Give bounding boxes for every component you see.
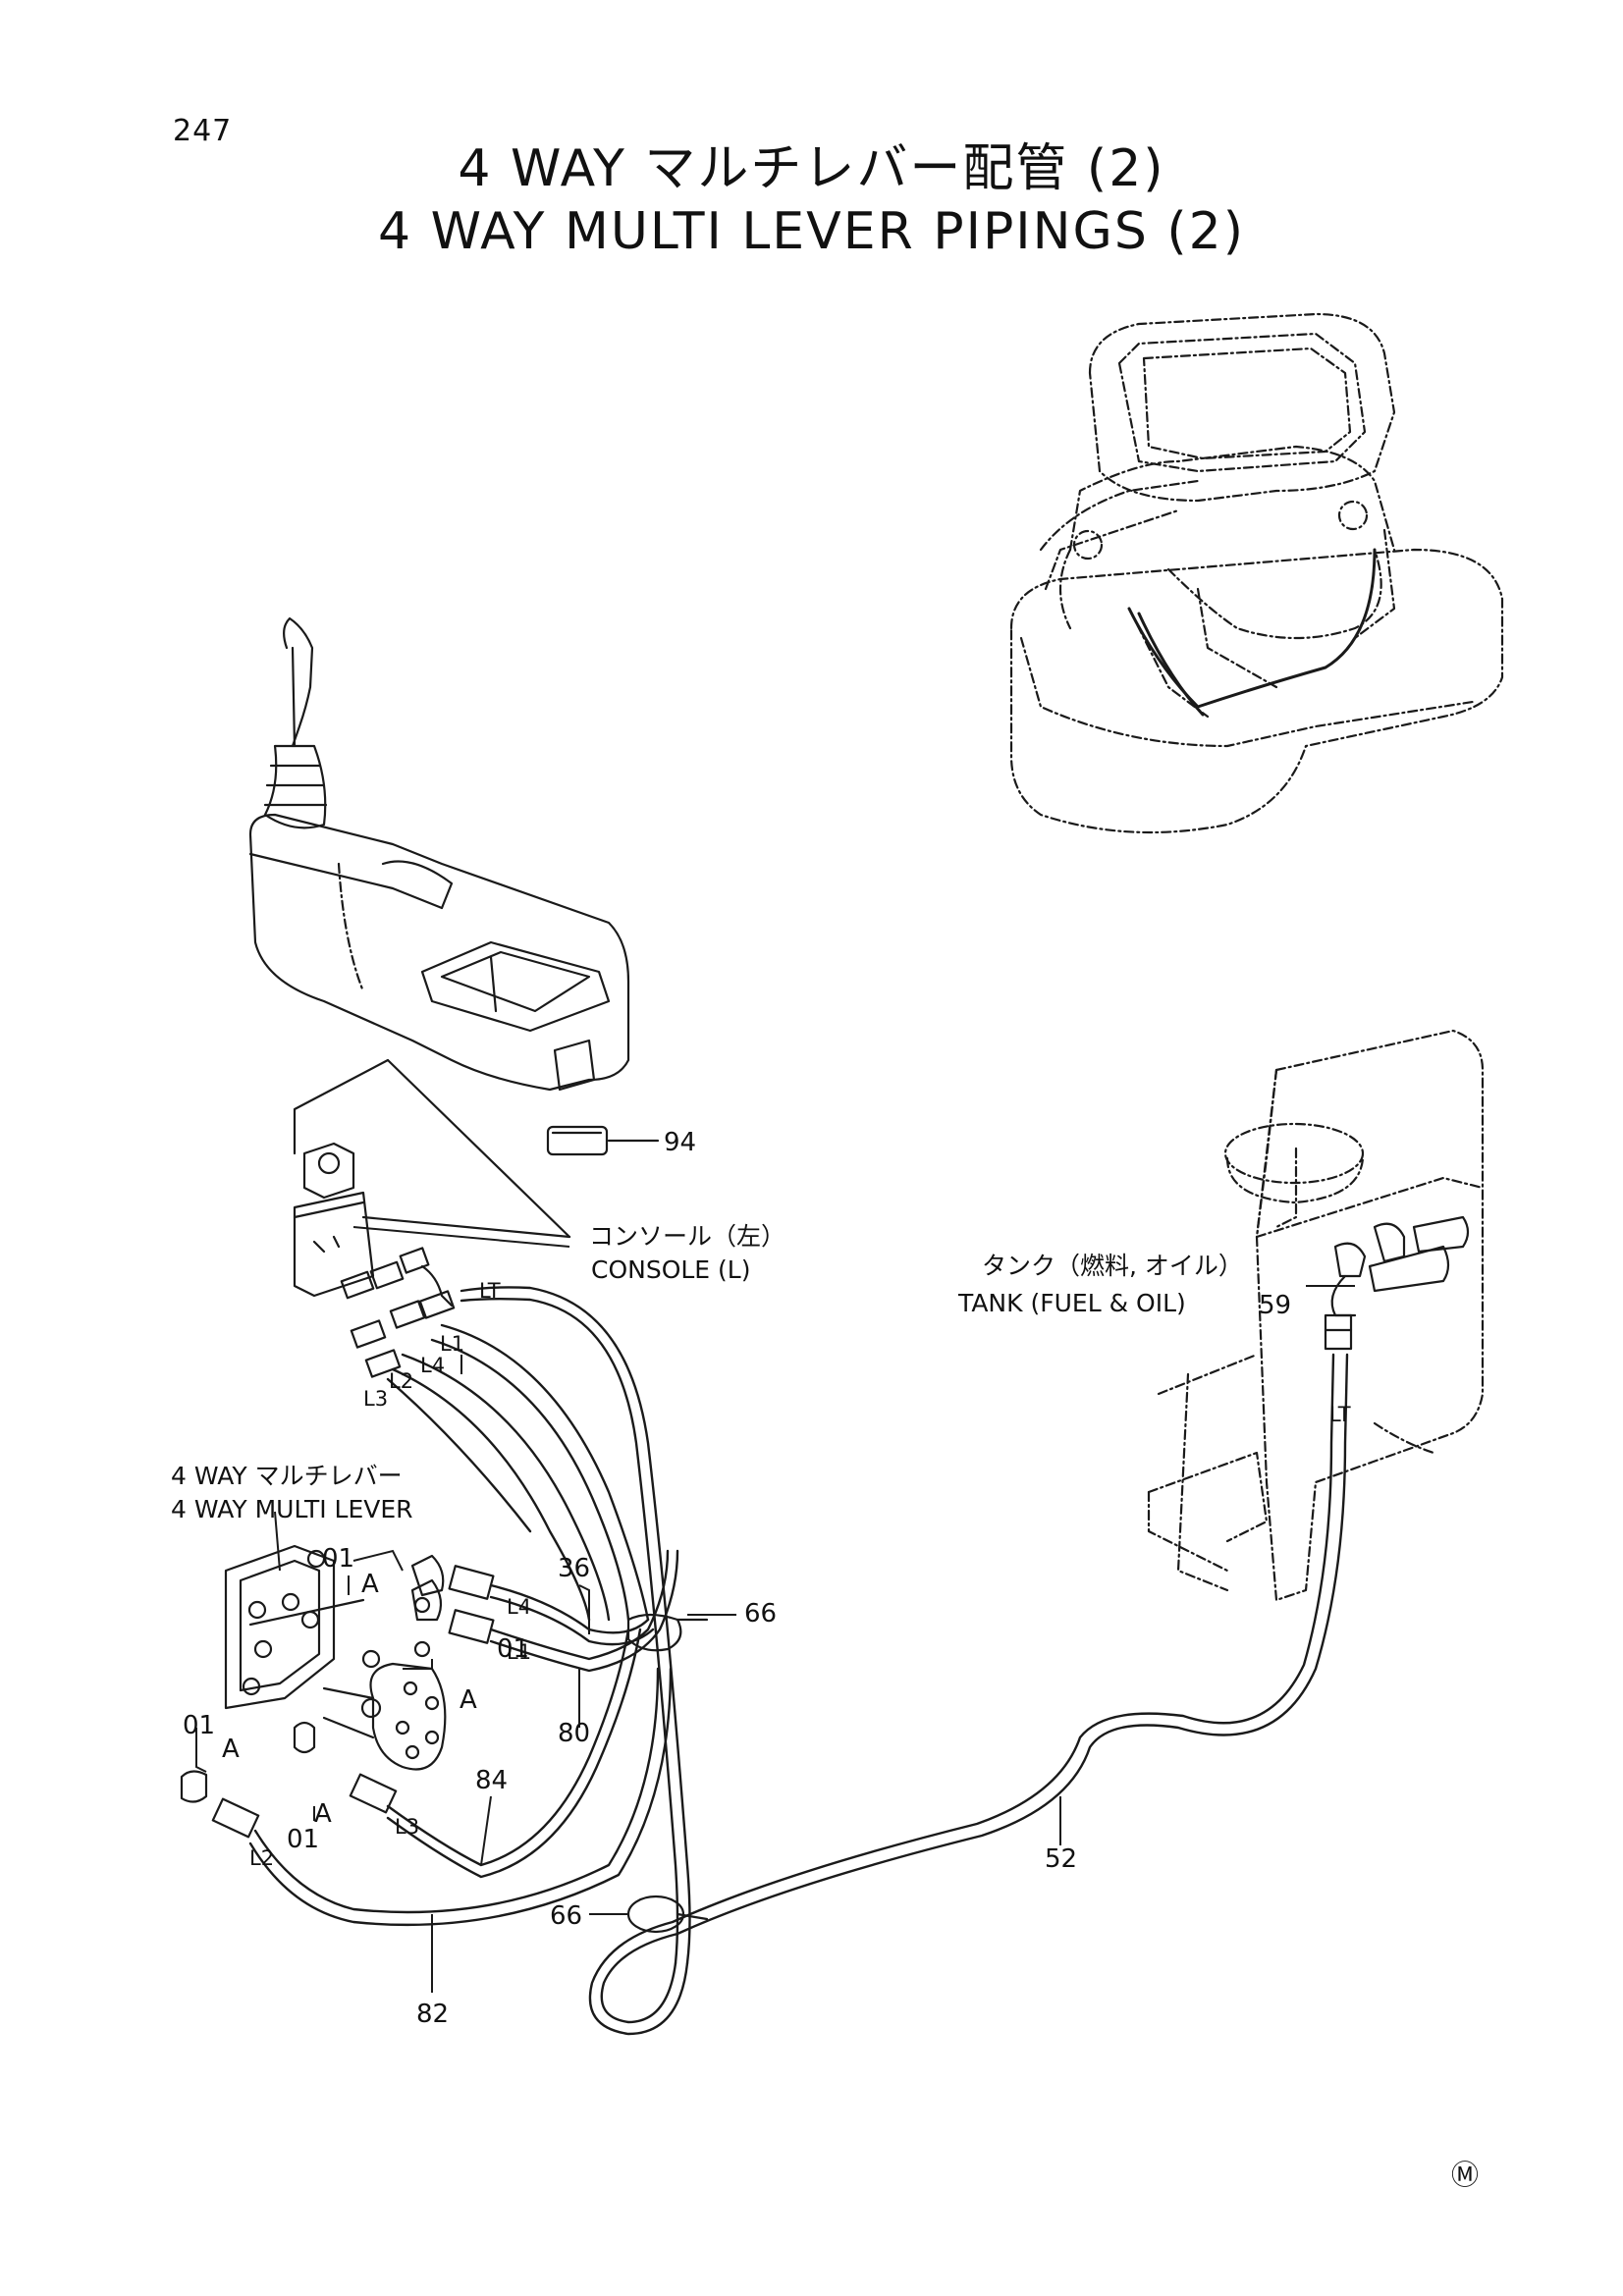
part-number-01-right: 01 <box>497 1634 529 1664</box>
part-number-59: 59 <box>1259 1291 1291 1320</box>
part-number-82: 82 <box>416 2000 449 2029</box>
page-number: 247 <box>173 114 233 148</box>
tank-illustration <box>1147 1029 1485 1602</box>
title-english: 4 WAY MULTI LEVER PIPINGS (2) <box>377 202 1246 261</box>
port-label-lt-valve: LT <box>479 1279 501 1303</box>
cab-hose-route <box>1127 548 1377 717</box>
part-94-cap <box>546 1125 660 1156</box>
part-number-80: 80 <box>558 1719 590 1748</box>
port-label-l4-valve: L4 <box>420 1354 445 1377</box>
detail-mark-a-right: A <box>460 1685 477 1715</box>
port-label-lt-tank: LT <box>1329 1403 1351 1426</box>
hose-52 <box>588 1353 1349 2036</box>
console-label-jp: コンソール（左） <box>589 1222 785 1251</box>
page-title: 4 WAY マルチレバー配管 (2) 4 WAY MULTI LEVER PIP… <box>0 137 1623 263</box>
multi-lever-valve <box>180 1544 495 1839</box>
tank-label-en: TANK (FUEL & OIL) <box>957 1289 1186 1317</box>
part-number-01-top: 01 <box>322 1544 354 1574</box>
cab-seat-illustration <box>1009 312 1504 834</box>
port-label-l3-lever: L3 <box>395 1815 419 1839</box>
console-leader-2 <box>386 1058 571 1239</box>
part-number-66-lower: 66 <box>550 1901 582 1931</box>
detail-mark-a-left: A <box>222 1735 240 1764</box>
part-number-01-bottom: 01 <box>287 1825 319 1854</box>
port-label-l4-lever: L4 <box>507 1595 531 1619</box>
port-label-l1-valve: L1 <box>440 1332 464 1356</box>
port-label-l2-valve: L2 <box>389 1369 413 1393</box>
lever-hoses <box>248 1549 679 1927</box>
tank-label-jp: タンク（燃料, オイル） <box>982 1252 1243 1280</box>
part-number-01-left: 01 <box>183 1711 215 1740</box>
pilot-valve <box>293 1142 571 1378</box>
port-label-l3-valve: L3 <box>363 1387 388 1411</box>
part-number-84: 84 <box>475 1766 508 1795</box>
console-left <box>248 616 630 1092</box>
hose-bundle <box>386 1286 691 1965</box>
tank-fittings <box>1324 1215 1470 1351</box>
lever-label-jp: 4 WAY マルチレバー <box>171 1462 403 1490</box>
clamp-66-upper <box>626 1613 709 1652</box>
callout-leaders <box>195 1226 1355 1993</box>
part-number-66-upper: 66 <box>744 1599 777 1629</box>
lever-label-en: 4 WAY MULTI LEVER <box>171 1495 413 1523</box>
part-number-52: 52 <box>1045 1844 1077 1874</box>
detail-mark-a-top: A <box>361 1570 379 1599</box>
title-japanese: 4 WAY マルチレバー配管 (2) <box>458 139 1165 198</box>
manufacturer-mark: Ⓜ <box>1451 2159 1480 2191</box>
detail-mark-a-bottom: A <box>314 1799 332 1829</box>
part-number-36: 36 <box>558 1554 590 1583</box>
console-label-en: CONSOLE (L) <box>591 1255 751 1284</box>
port-label-l2-lever: L2 <box>249 1846 274 1870</box>
part-number-94: 94 <box>664 1128 696 1157</box>
port-label-l1-lever: L1 <box>507 1640 531 1664</box>
console-leader <box>293 1058 390 1155</box>
